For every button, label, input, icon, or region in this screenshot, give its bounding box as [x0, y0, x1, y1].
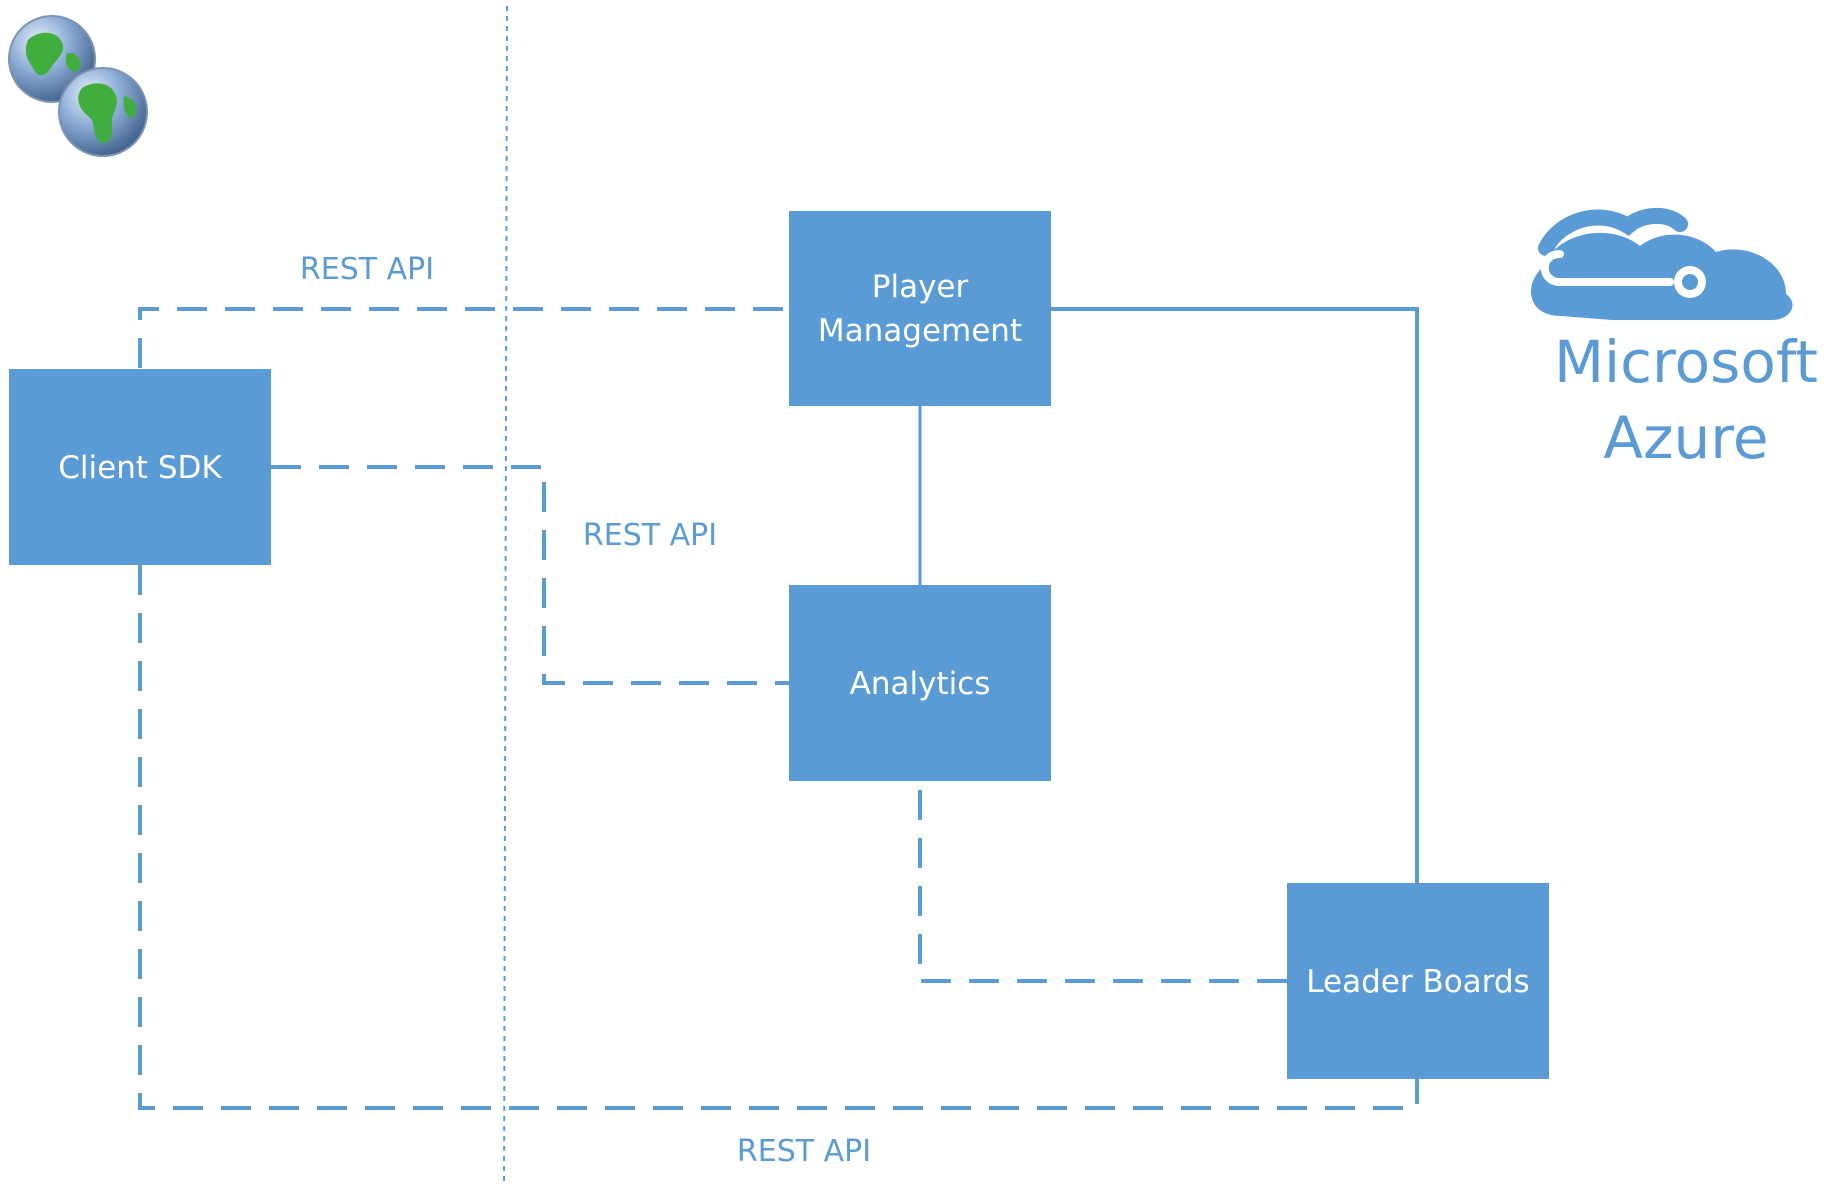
connector-client-analytics	[271, 465, 790, 685]
analytics-node[interactable]: Analytics	[789, 585, 1051, 781]
boundary-divider	[503, 5, 508, 1184]
globe-icon	[8, 15, 148, 157]
connector-client-leaderboards	[138, 565, 1419, 1110]
leader-boards-label: Leader Boards	[1306, 964, 1529, 1000]
azure-cloud-icon	[1530, 208, 1793, 320]
analytics-label: Analytics	[850, 666, 991, 702]
player-management-node[interactable]: Player Management	[789, 211, 1051, 406]
connector-player-leaderboards	[1051, 307, 1419, 884]
rest-api-label-middle: REST API	[583, 518, 717, 553]
brand-line1: Microsoft	[1554, 328, 1818, 396]
player-management-label-line1: Player	[872, 269, 969, 305]
connector-analytics-leaderboards	[918, 790, 1287, 983]
client-sdk-node[interactable]: Client SDK	[9, 369, 271, 565]
connector-client-player	[138, 307, 790, 368]
client-sdk-label: Client SDK	[58, 450, 222, 486]
rest-api-label-top: REST API	[300, 252, 434, 287]
rest-api-label-bottom: REST API	[737, 1134, 871, 1169]
leader-boards-node[interactable]: Leader Boards	[1287, 883, 1549, 1079]
player-management-label-line2: Management	[818, 313, 1022, 349]
brand-line2: Azure	[1603, 404, 1768, 472]
